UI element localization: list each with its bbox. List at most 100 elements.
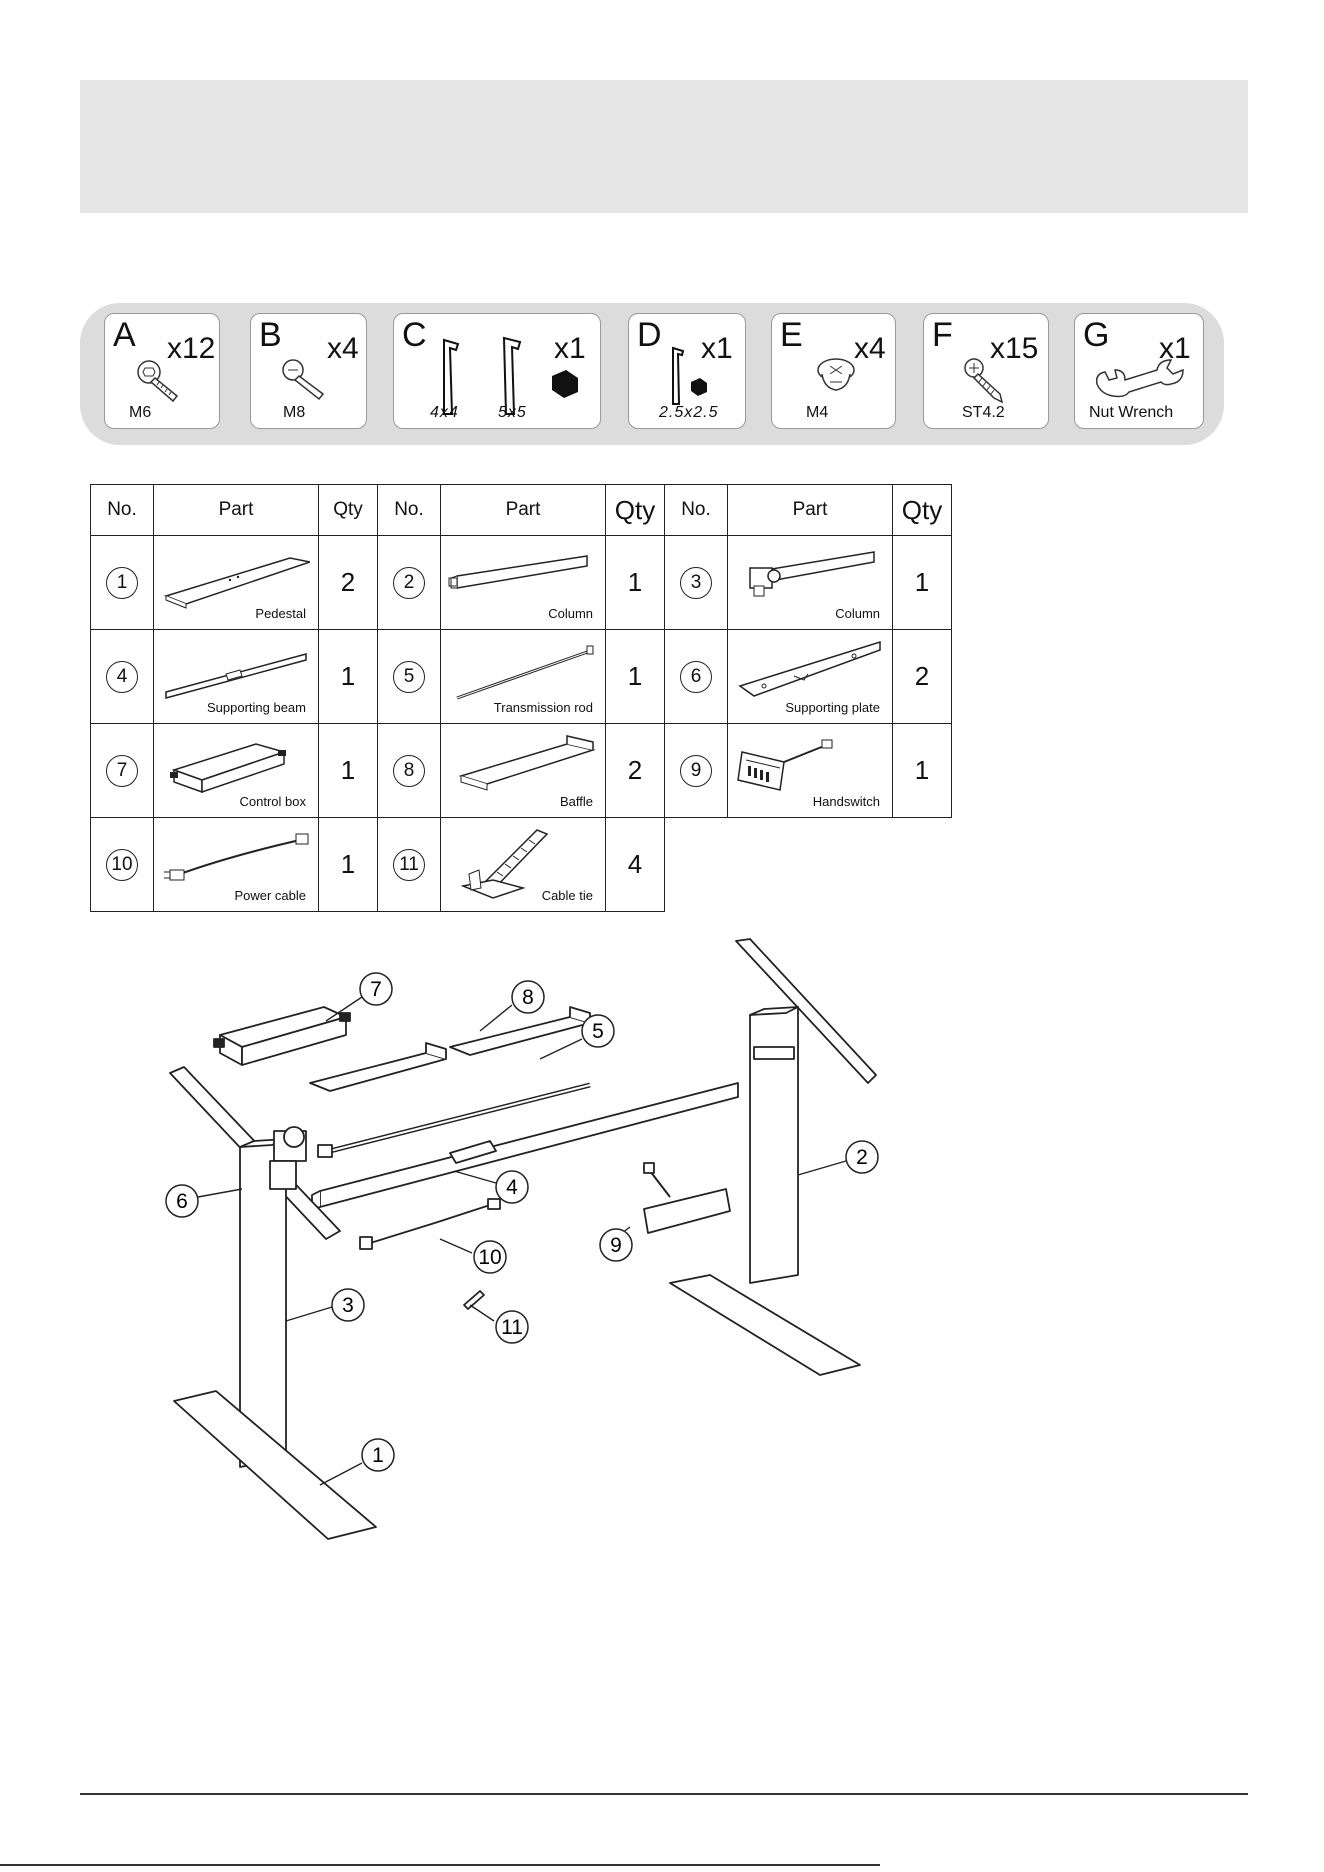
part-label: Column <box>548 606 593 621</box>
svg-text:3: 3 <box>342 1294 354 1317</box>
callout-2: 2 <box>845 1140 879 1174</box>
handswitch-icon <box>737 739 833 791</box>
bolt-icon <box>137 360 179 403</box>
part-qty: 1 <box>605 629 665 724</box>
hardware-letter: D <box>637 316 662 354</box>
cable-tie-icon <box>460 829 549 899</box>
header-band <box>80 80 1248 213</box>
part-number: 7 <box>106 754 138 787</box>
hardware-size: 4x4 <box>430 404 459 421</box>
header-part: Part <box>727 484 893 536</box>
part-qty: 2 <box>892 629 952 724</box>
part-cell: Transmission rod <box>440 629 606 724</box>
pedestal-left <box>173 1390 377 1540</box>
svg-text:11: 11 <box>501 1316 523 1339</box>
hardware-letter: E <box>780 316 803 354</box>
part-qty: 1 <box>318 817 378 912</box>
hardware-qty: x1 <box>554 332 586 365</box>
hardware-size: M8 <box>283 404 306 421</box>
callout-9: 9 <box>599 1228 633 1262</box>
part-cell: Handswitch <box>727 723 893 818</box>
part-qty: 2 <box>605 723 665 818</box>
hardware-qty: x15 <box>990 332 1039 365</box>
part-qty: 4 <box>605 817 665 912</box>
part-qty: 1 <box>892 723 952 818</box>
part-cell: Supporting plate <box>727 629 893 724</box>
wrench-icon <box>1095 359 1184 398</box>
part-qty: 1 <box>892 535 952 630</box>
hardware-card-d: D x1 2.5x2.5 <box>628 313 746 429</box>
hardware-size: M6 <box>129 404 152 421</box>
hardware-size: Nut Wrench <box>1089 404 1174 421</box>
callout-5: 5 <box>581 1014 615 1048</box>
hardware-size: 5x5 <box>498 404 527 421</box>
hardware-letter: G <box>1083 316 1110 354</box>
part-label: Pedestal <box>255 606 306 621</box>
part-number: 4 <box>106 660 138 693</box>
part-number: 10 <box>106 848 138 881</box>
hardware-letter: C <box>402 316 427 354</box>
control-box-icon <box>170 743 287 794</box>
part-cell: Column <box>440 535 606 630</box>
supporting-plate-icon <box>738 640 881 697</box>
screw-icon <box>964 358 1004 404</box>
part-label: Control box <box>239 794 306 809</box>
svg-text:6: 6 <box>176 1190 188 1213</box>
part-cell: Power cable <box>153 817 319 912</box>
header-part: Part <box>440 484 606 536</box>
hardware-size: 2.5x2.5 <box>659 404 719 421</box>
pedestal-right <box>669 1274 861 1376</box>
part-label: Supporting plate <box>785 700 880 715</box>
baffle-right <box>449 1016 591 1056</box>
handswitch <box>643 1188 731 1234</box>
part-cell: Supporting beam <box>153 629 319 724</box>
part-label: Power cable <box>234 888 306 903</box>
svg-text:4: 4 <box>506 1176 518 1199</box>
hardware-letter: B <box>259 316 282 354</box>
svg-text:5: 5 <box>592 1020 604 1043</box>
bolt-icon <box>282 359 325 401</box>
part-qty: 2 <box>318 535 378 630</box>
power-cable-icon <box>164 833 309 881</box>
header-qty: Qty <box>318 484 378 536</box>
part-cell: Baffle <box>440 723 606 818</box>
header-no: No. <box>377 484 441 536</box>
part-cell: Column <box>727 535 893 630</box>
part-qty: 1 <box>318 723 378 818</box>
part-number: 5 <box>393 660 425 693</box>
svg-text:1: 1 <box>372 1444 384 1467</box>
callout-6: 6 <box>165 1184 199 1218</box>
hardware-qty: x1 <box>1159 332 1191 365</box>
parts-table: No. Part Qty No. Part Qty No. Part Qty 1… <box>90 484 952 912</box>
hardware-card-b: B x4 M8 <box>250 313 367 429</box>
hardware-letter: F <box>932 316 953 354</box>
part-label: Baffle <box>559 794 593 809</box>
cable-tie <box>463 1290 485 1310</box>
part-number: 6 <box>680 660 712 693</box>
part-number: 1 <box>106 566 138 599</box>
column-icon <box>749 551 875 597</box>
callouts: 7 8 5 4 2 6 10 9 3 11 1 <box>165 972 879 1472</box>
hardware-card-f: F x15 ST4.2 <box>923 313 1049 429</box>
hardware-qty: x1 <box>701 332 733 365</box>
baffle-icon <box>458 735 596 791</box>
bottom-divider <box>0 1864 880 1866</box>
hardware-qty: x4 <box>327 332 359 365</box>
svg-text:9: 9 <box>610 1234 622 1257</box>
callout-1: 1 <box>361 1438 395 1472</box>
part-label: Supporting beam <box>206 700 306 715</box>
header-qty: Qty <box>605 484 665 536</box>
table-header-row: No. Part Qty No. Part Qty No. Part Qty <box>90 484 952 536</box>
part-number: 8 <box>393 754 425 787</box>
hardware-letter: A <box>113 316 136 354</box>
callout-7: 7 <box>359 972 393 1006</box>
part-number: 2 <box>393 566 425 599</box>
part-number: 9 <box>680 754 712 787</box>
pedestal-icon <box>163 557 310 609</box>
part-label: Transmission rod <box>493 700 593 715</box>
part-cell: Cable tie <box>440 817 606 912</box>
hardware-strip: A x12 M6 B x4 M8 C x1 4x4 5x5 D <box>80 303 1224 445</box>
part-qty: 1 <box>605 535 665 630</box>
baffle-left <box>309 1052 447 1092</box>
callout-8: 8 <box>511 980 545 1014</box>
